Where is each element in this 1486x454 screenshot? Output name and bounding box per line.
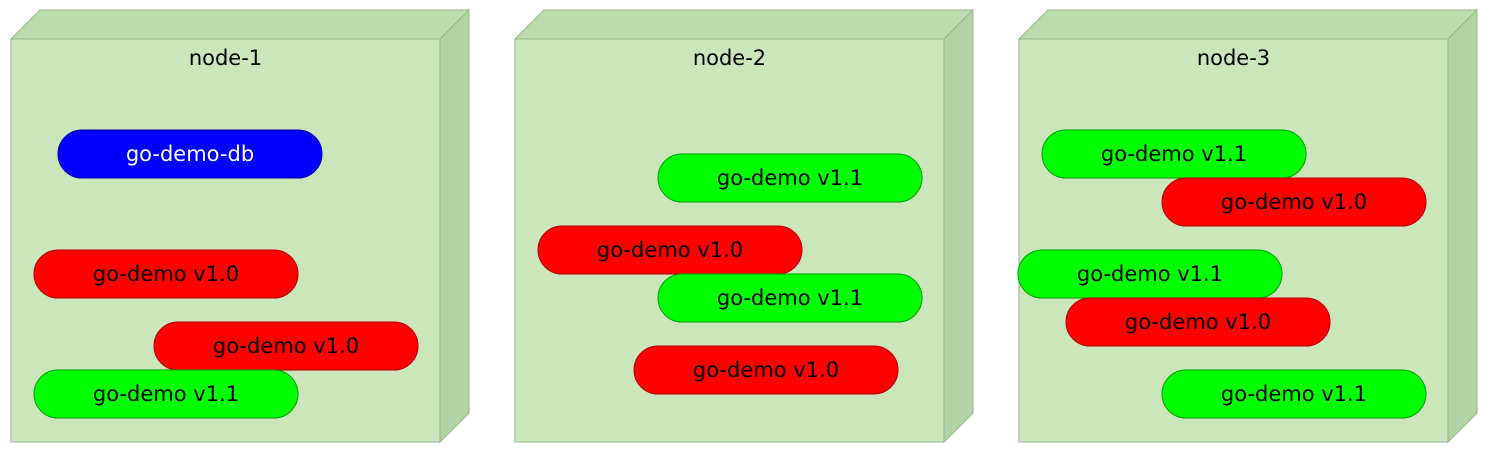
pod-label: go-demo-db [126, 142, 254, 166]
pod-v1-1: go-demo v1.1 [1041, 129, 1307, 179]
node-box-top [1017, 9, 1479, 40]
node-box-side [1447, 8, 1478, 444]
pod-label: go-demo v1.0 [597, 238, 743, 262]
pod-v1-0: go-demo v1.0 [537, 225, 803, 275]
node-box-side [439, 8, 470, 444]
pod-shape [1041, 129, 1307, 179]
pod-shape [1161, 177, 1427, 227]
node-box-top [9, 9, 471, 40]
db-pod: go-demo-db [57, 129, 323, 179]
pod-label: go-demo v1.0 [693, 358, 839, 382]
pod-shape [57, 129, 323, 179]
node-3-box: node-3 go-demo v1.1 go-demo v1.0 go-demo v1… [1017, 8, 1479, 444]
pod-v1-0: go-demo v1.0 [1065, 297, 1331, 347]
pod-v1-1: go-demo v1.1 [1161, 369, 1427, 419]
node-1-box: node-1 go-demo-db go-demo v1.0 go-demo v1.0… [9, 8, 471, 444]
pod-label: go-demo v1.0 [1221, 190, 1367, 214]
pod-shape [153, 321, 419, 371]
pod-label: go-demo v1.1 [1221, 382, 1367, 406]
pod-v1-1: go-demo v1.1 [1017, 249, 1283, 299]
pod-label: go-demo v1.1 [1101, 142, 1247, 166]
node-title: node-1 [189, 46, 262, 70]
pod-v1-1: go-demo v1.1 [657, 153, 923, 203]
node-title: node-3 [1197, 46, 1270, 70]
pod-shape [33, 249, 299, 299]
node-title: node-2 [693, 46, 766, 70]
pod-label: go-demo v1.0 [93, 262, 239, 286]
pod-shape [537, 225, 803, 275]
pod-label: go-demo v1.1 [93, 382, 239, 406]
node-box-top [513, 9, 975, 40]
node-2-box: node-2 go-demo v1.1 go-demo v1.0 go-demo v1… [513, 8, 975, 444]
pod-shape [1065, 297, 1331, 347]
pod-label: go-demo v1.0 [213, 334, 359, 358]
pod-label: go-demo v1.1 [1077, 262, 1223, 286]
pod-label: go-demo v1.0 [1125, 310, 1271, 334]
pod-shape [657, 273, 923, 323]
pod-shape [33, 369, 299, 419]
pod-shape [633, 345, 899, 395]
node-box-side [943, 8, 974, 444]
pod-label: go-demo v1.1 [717, 166, 863, 190]
pod-v1-1: go-demo v1.1 [657, 273, 923, 323]
pod-v1-0: go-demo v1.0 [153, 321, 419, 371]
pod-shape [657, 153, 923, 203]
pod-v1-0: go-demo v1.0 [33, 249, 299, 299]
pod-label: go-demo v1.1 [717, 286, 863, 310]
pod-v1-1: go-demo v1.1 [33, 369, 299, 419]
pod-shape [1161, 369, 1427, 419]
pod-v1-0: go-demo v1.0 [633, 345, 899, 395]
pod-v1-0: go-demo v1.0 [1161, 177, 1427, 227]
